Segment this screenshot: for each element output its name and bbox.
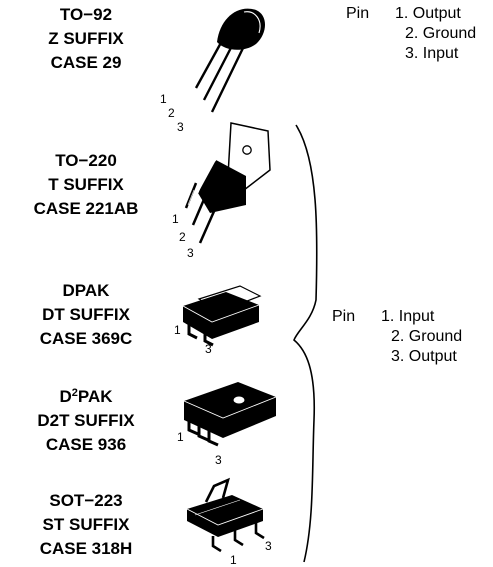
pin-number: 3 xyxy=(215,453,222,467)
pin-number: 1 xyxy=(160,92,167,106)
pin-word: Pin xyxy=(332,308,356,325)
sot223-package-icon xyxy=(186,477,265,553)
pin-number: 3 xyxy=(187,246,194,260)
pin-number: 3 xyxy=(205,342,212,356)
package-suffix: D2T SUFFIX xyxy=(37,411,135,430)
package-label-dpak: DPAK DT SUFFIX CASE 369C xyxy=(11,279,161,351)
brace-icon xyxy=(293,124,318,563)
pin-number: 1 xyxy=(172,212,179,226)
pin-entry: 1. Output xyxy=(395,5,461,22)
package-label-d2pak: D2PAK D2T SUFFIX CASE 936 xyxy=(11,385,161,457)
package-case: CASE 29 xyxy=(50,53,122,72)
pin-number: 2 xyxy=(179,230,186,244)
package-suffix: ST SUFFIX xyxy=(42,515,130,534)
package-case: CASE 936 xyxy=(45,435,127,454)
package-name-tail: PAK xyxy=(77,387,113,406)
package-label-sot223: SOT−223 ST SUFFIX CASE 318H xyxy=(11,489,161,561)
to92-package-icon xyxy=(194,8,265,113)
package-label-to220: TO−220 T SUFFIX CASE 221AB xyxy=(11,149,161,221)
to220-package-icon xyxy=(184,122,271,244)
pin-word: Pin xyxy=(346,5,370,22)
package-suffix: DT SUFFIX xyxy=(42,305,130,324)
package-case: CASE 221AB xyxy=(33,199,139,218)
pin-entry: 2. Ground xyxy=(405,25,477,42)
pin-number: 3 xyxy=(265,539,272,553)
pin-entry: 1. Input xyxy=(381,308,435,325)
package-name-sup: 2 xyxy=(71,387,78,399)
pin-number: 2 xyxy=(168,106,175,120)
pin-number: 3 xyxy=(177,120,184,134)
package-name-base: D xyxy=(59,387,72,406)
package-name: SOT−223 xyxy=(49,491,123,510)
pin-entry: 2. Ground xyxy=(391,328,463,345)
package-label-to92: TO−92 Z SUFFIX CASE 29 xyxy=(11,3,161,75)
package-name: TO−92 xyxy=(59,5,113,24)
pin-entry: 3. Output xyxy=(391,348,457,365)
pin-entry: 3. Input xyxy=(405,45,459,62)
pin-number: 1 xyxy=(230,553,237,567)
d2pak-package-icon xyxy=(183,382,277,447)
package-name: D2PAK xyxy=(11,385,161,409)
pin-list: 1. Output 2. Ground 3. Input xyxy=(395,4,476,64)
pin-number: 1 xyxy=(177,430,184,444)
package-case: CASE 369C xyxy=(39,329,133,348)
package-name: DPAK xyxy=(62,281,110,300)
package-name: TO−220 xyxy=(55,151,117,170)
pin-number: 1 xyxy=(174,323,181,337)
package-suffix: Z SUFFIX xyxy=(48,29,124,48)
pin-list: 1. Input 2. Ground 3. Output xyxy=(381,307,462,367)
package-case: CASE 318H xyxy=(39,539,133,558)
dpak-package-icon xyxy=(182,285,262,347)
package-suffix: T SUFFIX xyxy=(48,175,124,194)
